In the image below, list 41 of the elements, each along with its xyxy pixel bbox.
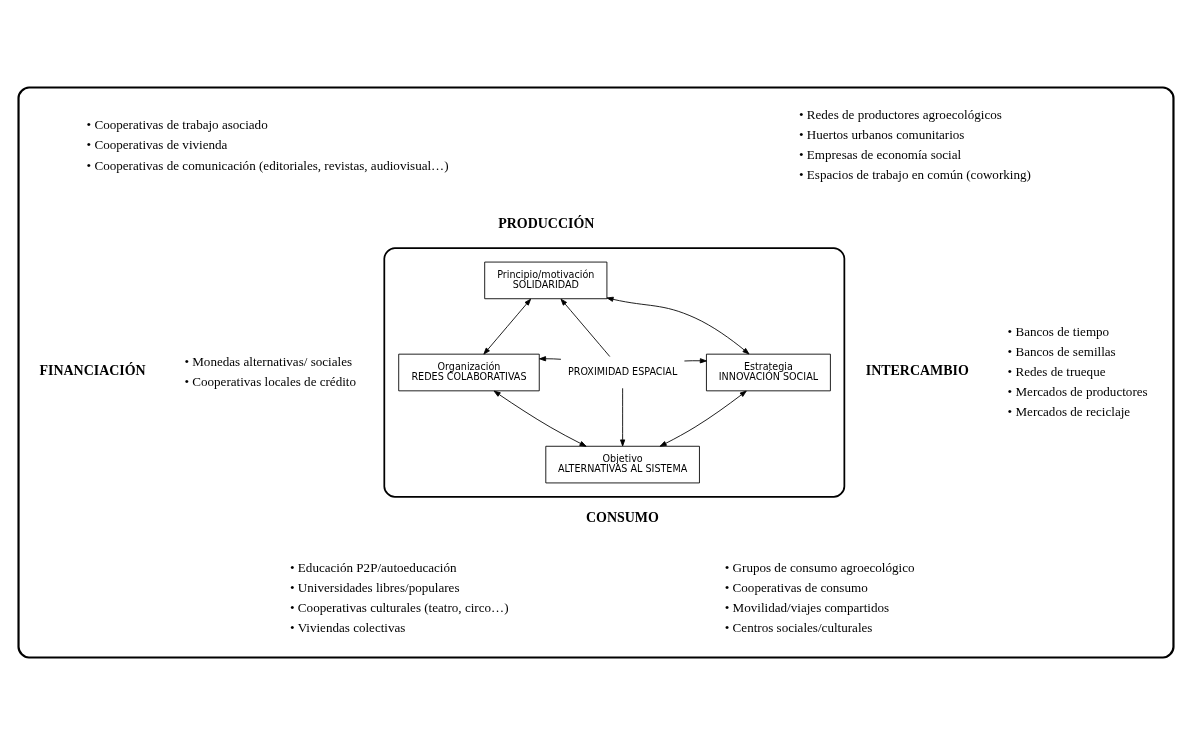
arrow: [606, 296, 750, 355]
label: • Cooperativas locales de crédito: [184, 373, 357, 389]
label: • Cooperativas de consumo: [724, 580, 868, 596]
label: INTERCAMBIO: [865, 362, 969, 378]
label: • Redes de trueque: [1007, 363, 1106, 379]
label: • Cooperativas de vivienda: [86, 137, 228, 153]
node-text: PROXIMIDAD ESPACIAL: [567, 365, 678, 377]
label: • Viviendas colectivas: [290, 620, 406, 636]
arrow: [483, 298, 532, 355]
label: • Universidades libres/populares: [290, 580, 460, 596]
cluster: [17, 86, 1175, 659]
label: • Bancos de semillas: [1007, 343, 1116, 359]
label: • Cooperativas de trabajo asociado: [86, 117, 268, 133]
node-box: Estrategia INNOVACIÓN SOCIAL: [706, 353, 831, 392]
label: • Mercados de productores: [1007, 384, 1148, 400]
label: • Educación P2P/autoeducación: [290, 559, 457, 575]
label: • Mercados de reciclaje: [1007, 404, 1131, 420]
label: • Centros sociales/culturales: [724, 620, 873, 636]
label: • Monedas alternativas/ sociales: [184, 353, 353, 369]
label: • Cooperativas de comunicación (editoriales, revistas, audiovisual…): [86, 157, 449, 173]
label: • Grupos de consumo agroecológico: [724, 559, 915, 575]
label: • Bancos de tiempo: [1007, 323, 1110, 339]
label: • Cooperativas culturales (teatro, circo…): [290, 600, 509, 616]
node-box: Principio/motivación SOLIDARIDAD: [484, 261, 608, 300]
node-box: Objetivo ALTERNATIVAS AL SISTEMA: [545, 445, 700, 484]
arrow: [659, 390, 747, 447]
arrow: [560, 298, 611, 357]
label: FINANCIACIÓN: [39, 362, 146, 378]
label: • Espacios de trabajo en común (coworking): [798, 167, 1031, 183]
arrow: [683, 358, 707, 364]
label: • Empresas de economía social: [798, 147, 962, 163]
arrow: [620, 387, 626, 447]
arrow: [539, 356, 562, 362]
label: CONSUMO: [585, 510, 659, 526]
node-box: Organización REDES COLABORATIVAS: [398, 353, 540, 392]
label: • Huertos urbanos comunitarios: [798, 126, 965, 142]
label: • Movilidad/viajes compartidos: [724, 600, 890, 616]
cluster: [383, 247, 846, 498]
arrow: [493, 390, 587, 447]
label: PRODUCCIÓN: [498, 215, 595, 231]
label: • Redes de productores agroecológicos: [798, 106, 1002, 122]
